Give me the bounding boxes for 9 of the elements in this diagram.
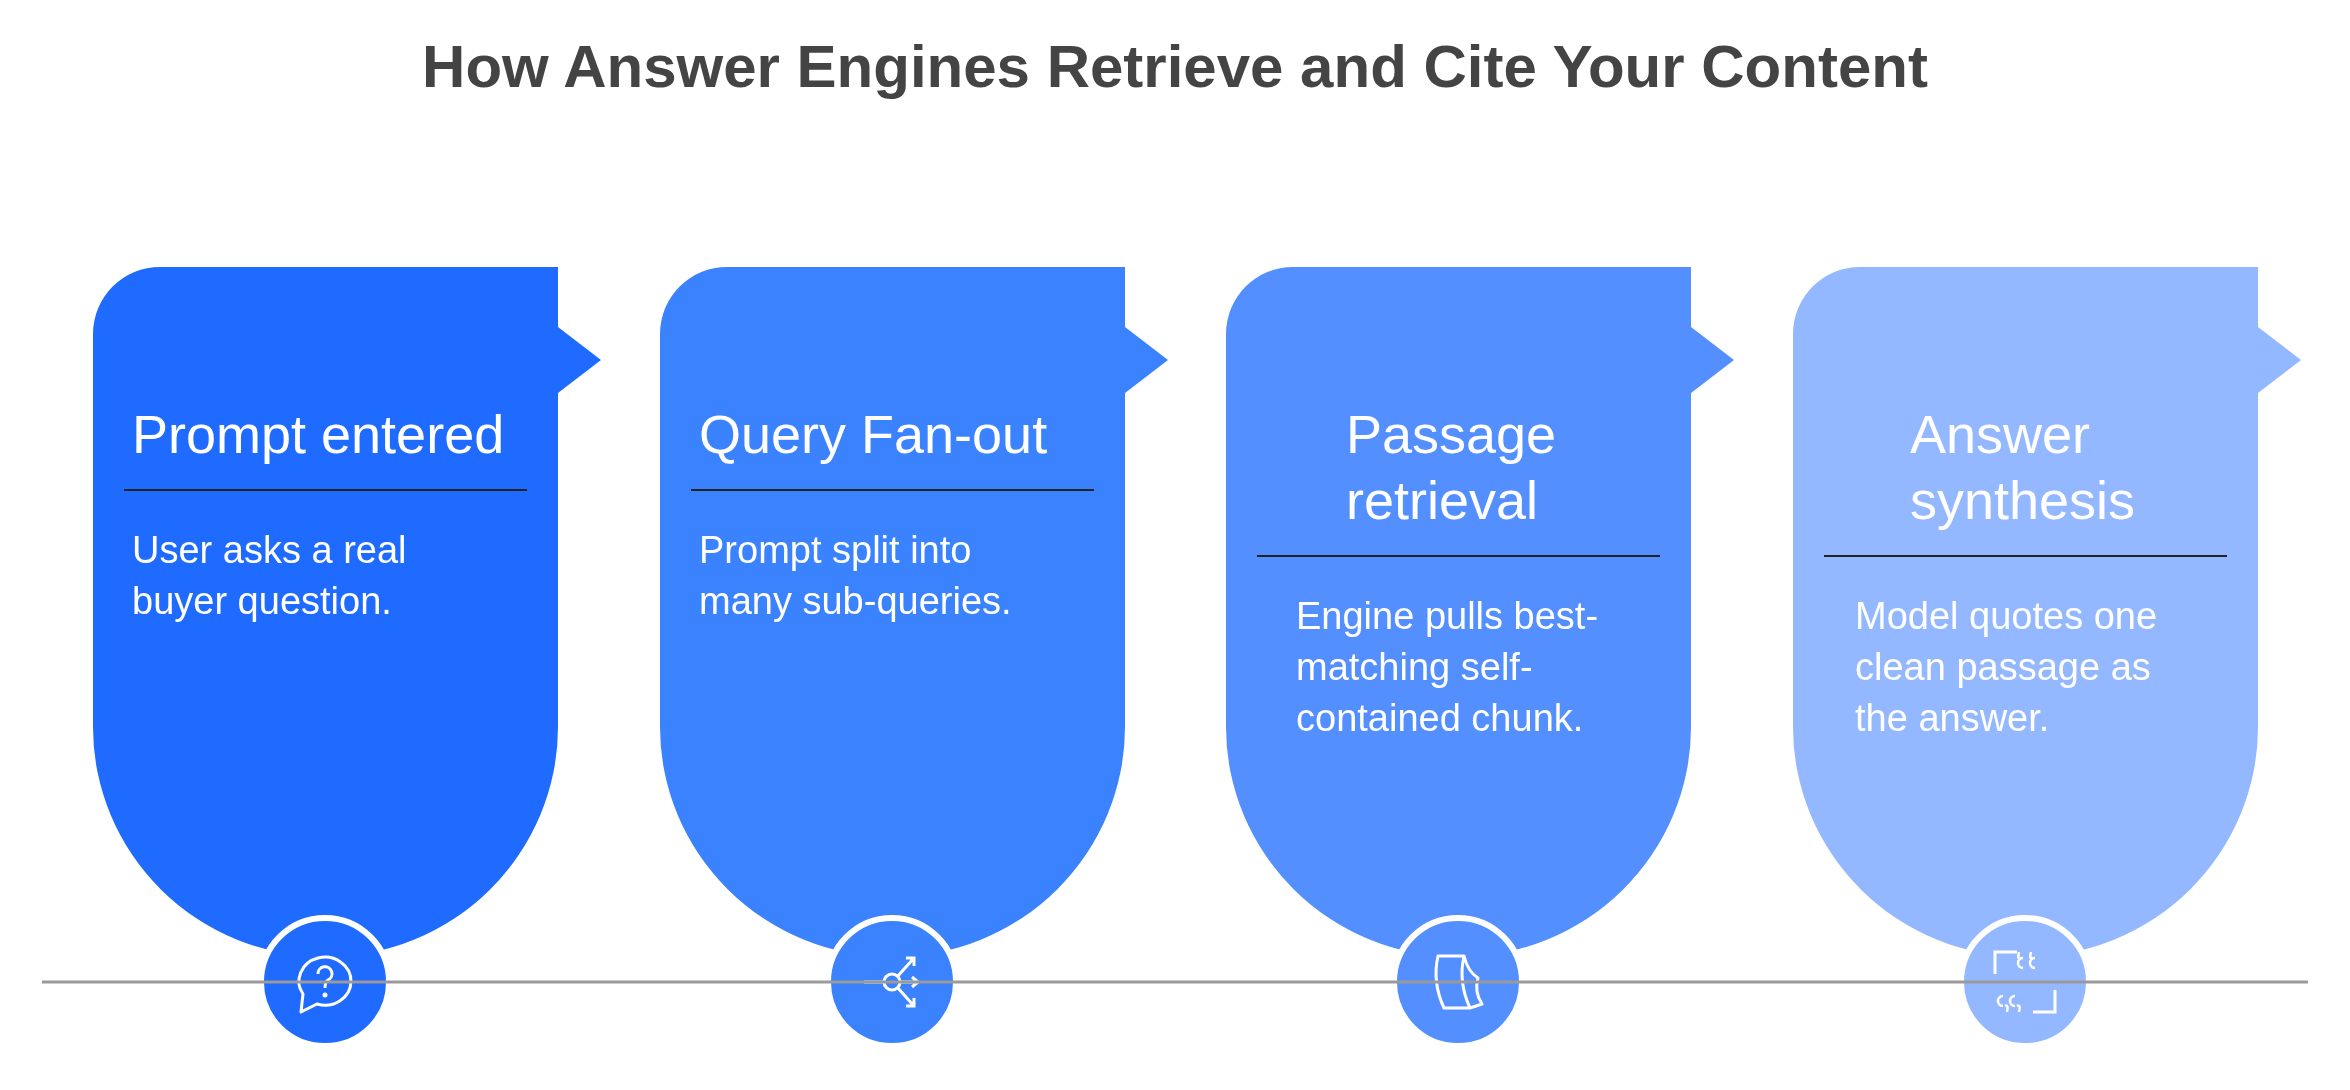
step-description: Prompt split into many sub-queries. — [699, 528, 1013, 624]
step-description: Model quotes one clean passage as the answer. — [1855, 594, 2159, 741]
step-heading: Passage retrieval — [1346, 403, 1558, 532]
diagram-title: How Answer Engines Retrieve and Cite Your Content — [422, 32, 1928, 101]
step-heading: Query Fan-out — [699, 403, 1049, 466]
step-heading: Answer synthesis — [1910, 403, 2137, 532]
step-description: Engine pulls best-matching self-contained chunk. — [1296, 594, 1600, 741]
step-heading: Prompt entered — [132, 403, 506, 466]
step-description: User asks a real buyer question. — [132, 528, 408, 624]
